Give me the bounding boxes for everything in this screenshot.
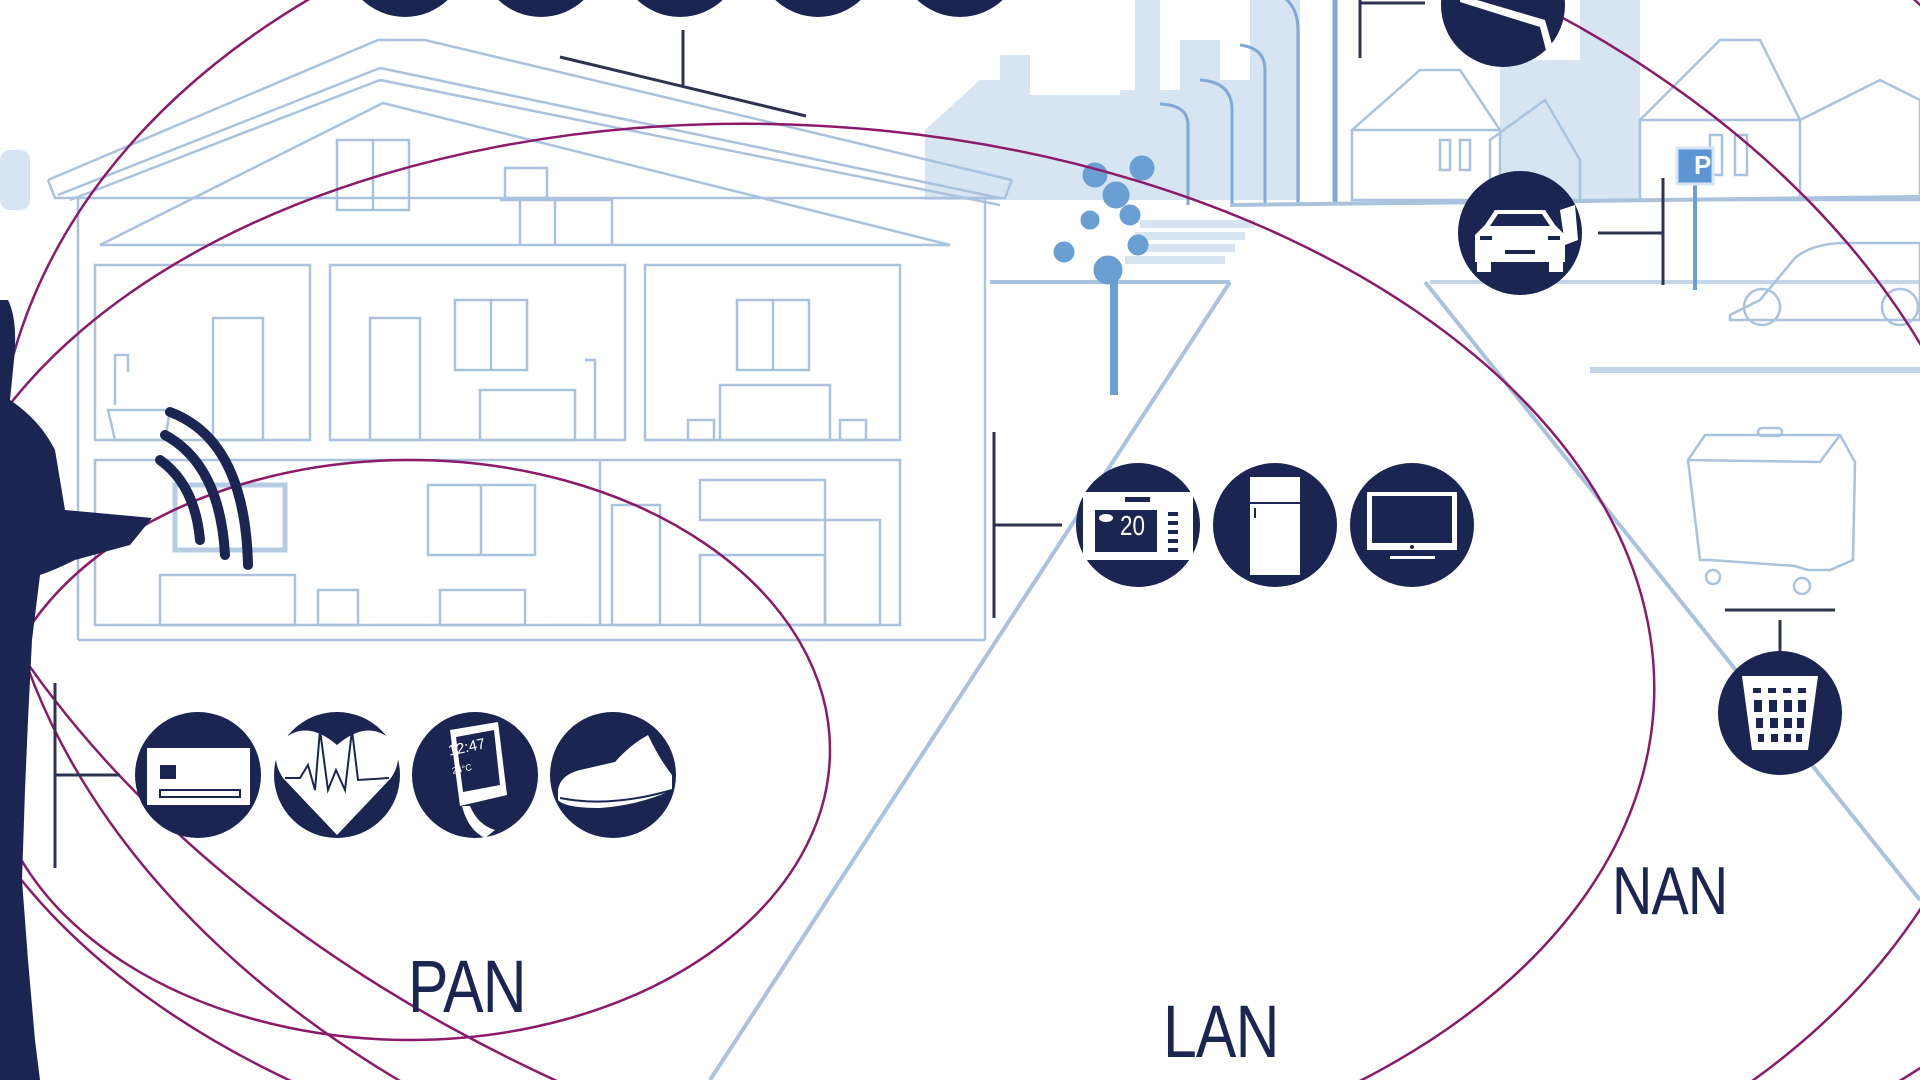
device-icon-2 [498, 0, 584, 17]
house [46, 38, 1014, 642]
waste-basket-icon [1718, 651, 1842, 775]
device-icon-5 [917, 0, 1003, 17]
waste-container [1686, 426, 1857, 596]
solar-panel-icon [1441, 0, 1565, 67]
car-icon [1458, 171, 1582, 295]
street [708, 195, 1920, 1080]
device-icon-1 [362, 0, 448, 17]
smart-card-icon [135, 712, 261, 838]
lan-label: LAN [1163, 990, 1279, 1073]
nan-device-icons [1441, 0, 1842, 775]
thermostat-temperature: 20 [1120, 510, 1145, 541]
lan-device-icons [1076, 463, 1474, 587]
person-silhouette [0, 300, 152, 1080]
nan-label: NAN [1612, 853, 1728, 929]
television-icon [1350, 463, 1474, 587]
pan-device-icons [135, 712, 676, 838]
smart-shoe-icon [550, 712, 676, 838]
lan-range-ring [0, 122, 1656, 1080]
wifi-signal-icon [155, 407, 253, 570]
refrigerator-icon [1213, 463, 1337, 587]
device-icon-3 [637, 0, 723, 17]
smartwatch-icon [412, 712, 538, 838]
parked-car [1728, 241, 1920, 327]
pan-range-ring [0, 458, 832, 1042]
parking-sign [1675, 146, 1715, 290]
heart-rate-icon [274, 712, 400, 838]
device-icon-4 [775, 0, 861, 17]
street-lamps [1159, 0, 1338, 205]
parking-sign-letter: P [1694, 150, 1712, 180]
thermostat-icon [1076, 463, 1200, 587]
neighborhood-houses [1350, 38, 1920, 202]
tree [1053, 155, 1155, 395]
bracket-lines [53, 0, 1835, 868]
crosswalk [1125, 220, 1255, 264]
city-skyline [0, 0, 1640, 210]
top-device-icons [362, 0, 1003, 17]
pan-label: PAN [408, 945, 527, 1028]
